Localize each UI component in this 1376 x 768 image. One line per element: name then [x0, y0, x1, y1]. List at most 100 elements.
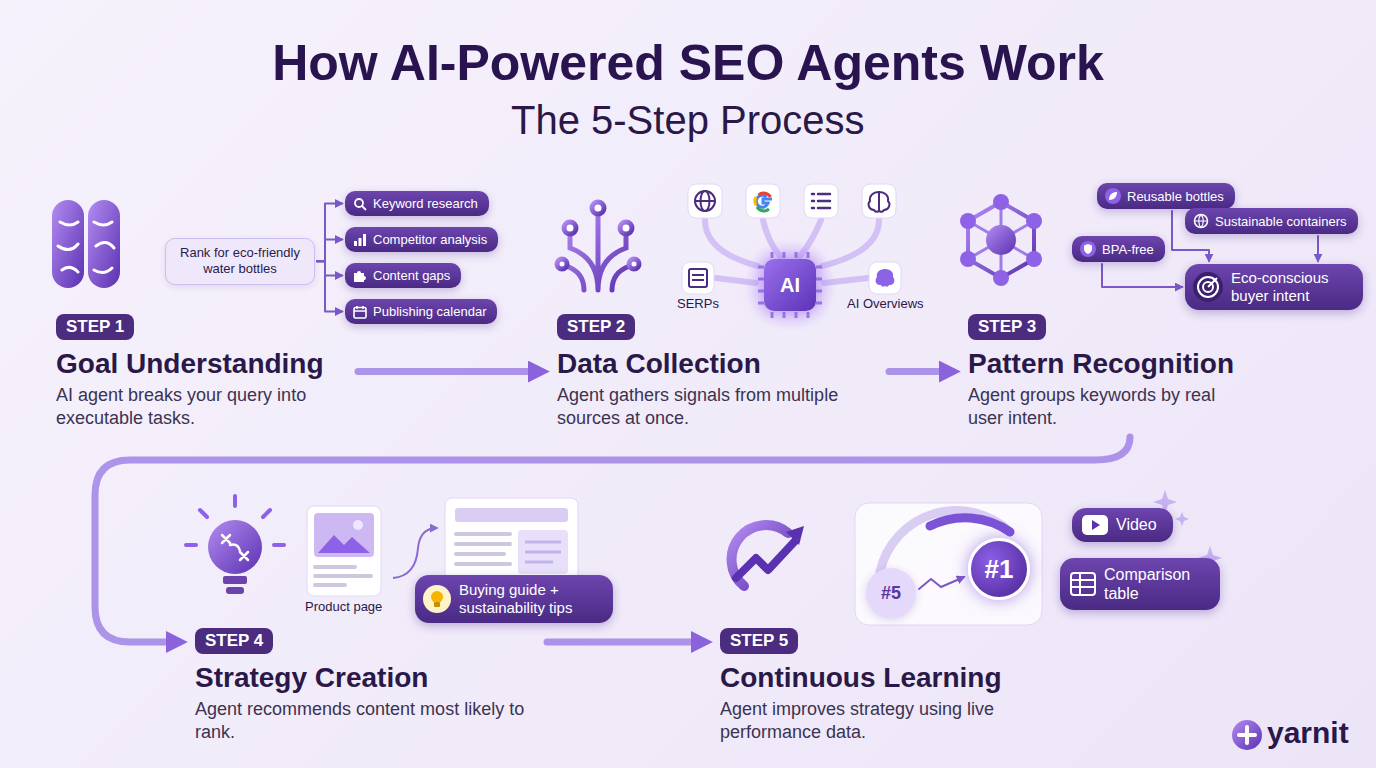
shape-path — [786, 526, 804, 545]
shape-path — [1071, 573, 1095, 595]
shape-path — [968, 202, 1034, 278]
step-heading: Goal Understanding — [56, 348, 346, 380]
shape-rect — [363, 234, 366, 246]
shape-rect — [869, 262, 901, 294]
step-arrow — [358, 368, 541, 375]
shape-circle — [355, 199, 363, 207]
circuit-icon — [557, 202, 639, 290]
source-label: AI Overviews — [847, 296, 924, 311]
shape-path — [759, 193, 771, 197]
connector-arrow — [317, 261, 342, 275]
keyword-pill: BPA-free — [1072, 236, 1165, 262]
shape-path — [758, 252, 822, 318]
pill-icon — [1193, 213, 1209, 229]
node-text: Comparison table — [1104, 565, 1204, 603]
step-arrow — [95, 437, 1130, 642]
task-pill: Content gaps — [345, 263, 461, 288]
chip-pins — [758, 252, 822, 318]
shape-path — [705, 220, 758, 266]
step-description: AI agent breaks your query into executab… — [56, 384, 346, 429]
shape-svg — [1193, 213, 1209, 229]
shape-circle — [423, 585, 451, 613]
shape-path — [695, 200, 715, 202]
intent-pill: Eco-conscious buyer intent — [1185, 264, 1363, 310]
pill-icon — [353, 197, 367, 211]
shape-path — [812, 194, 830, 208]
step-badge: STEP 4 — [195, 628, 273, 654]
shape-path — [1092, 520, 1100, 530]
pill-icon — [1105, 188, 1121, 204]
format-pill: Comparison table — [1060, 558, 1220, 610]
shape-svg — [1070, 571, 1096, 597]
shape-circle — [208, 520, 262, 574]
shape-path — [354, 271, 366, 282]
shape-svg — [353, 197, 367, 211]
shape-circle — [1193, 272, 1223, 302]
pill-icon — [353, 305, 367, 319]
task-pill: Keyword research — [345, 191, 489, 216]
shape-circle — [986, 225, 1016, 255]
rank-badge: #1 — [968, 538, 1030, 600]
shape-circle — [564, 222, 576, 234]
step-block: STEP 2Data CollectionAgent gathers signa… — [557, 314, 877, 429]
flow-arrow — [393, 528, 437, 578]
shape-path — [757, 207, 769, 211]
shape-svg — [1193, 272, 1223, 302]
shape-circle — [353, 520, 363, 530]
shape-svg — [353, 233, 367, 247]
step-description: Agent improves strategy using live perfo… — [720, 698, 1030, 743]
shape-path — [58, 222, 114, 273]
bulb-icon — [186, 496, 284, 594]
chip-glow — [744, 239, 836, 331]
shape-rect — [307, 506, 381, 596]
shape-path — [869, 192, 890, 212]
connector-arrow — [1102, 264, 1182, 287]
shape-circle — [1105, 188, 1121, 204]
ai-chip: AI — [764, 259, 816, 311]
step-badge: STEP 2 — [557, 314, 635, 340]
node-text: Publishing calendar — [373, 304, 486, 319]
shape-circle — [960, 213, 976, 229]
shape-rect — [1071, 573, 1095, 595]
step-badge: STEP 5 — [720, 628, 798, 654]
shape-svg — [353, 305, 367, 319]
format-pill: Video — [1072, 508, 1173, 542]
shape-rect — [359, 238, 362, 246]
logo-mark — [1232, 720, 1262, 750]
step-description: Agent recommends content most likely to … — [195, 698, 535, 743]
pill-icon — [353, 269, 367, 283]
shape-svg — [1080, 241, 1096, 257]
step-arrow — [547, 639, 704, 646]
shape-path — [1084, 244, 1092, 254]
brand-logo: yarnit — [1267, 716, 1349, 750]
node-text: BPA-free — [1102, 242, 1154, 257]
content-pill: Buying guide + sustainability tips — [415, 575, 613, 623]
step-heading: Data Collection — [557, 348, 877, 380]
step-block: STEP 3Pattern RecognitionAgent groups ke… — [968, 314, 1243, 429]
node-text: Rank for eco-friendly water bottles — [180, 245, 300, 276]
source-label: SERPs — [677, 296, 719, 311]
shape-path — [930, 518, 1010, 532]
pill-icon — [353, 233, 367, 247]
step-block: STEP 5Continuous LearningAgent improves … — [720, 628, 1030, 743]
shape-svg — [353, 269, 367, 283]
connector-arrow — [919, 577, 964, 589]
shape-path — [1208, 278, 1217, 287]
shape-circle — [1198, 277, 1218, 297]
pill-icon — [305, 505, 382, 597]
shape-path — [755, 197, 756, 205]
shape-circle — [1232, 720, 1262, 750]
node-text: #5 — [881, 583, 901, 604]
task-pill: Competitor analysis — [345, 227, 498, 252]
shape-path — [525, 542, 561, 562]
pill-icon — [423, 585, 451, 613]
shape-circle — [557, 259, 567, 269]
shape-circle — [1026, 213, 1042, 229]
keyword-pill: Sustainable containers — [1185, 208, 1358, 234]
shape-circle — [695, 191, 715, 211]
node-text: Content gaps — [373, 268, 450, 283]
shape-circle — [1080, 241, 1096, 257]
shape-rect — [223, 576, 247, 584]
shape-circle — [620, 222, 632, 234]
